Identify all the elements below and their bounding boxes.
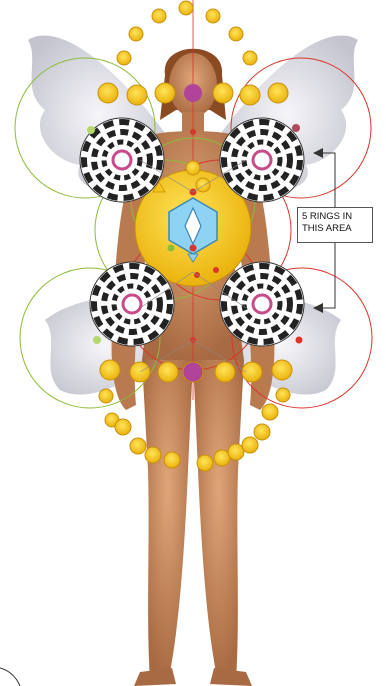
left-leg [142, 360, 193, 680]
chakra-dot-icon [242, 437, 258, 453]
chakra-dot-icon [184, 84, 202, 102]
chakra-dot-icon [268, 83, 288, 103]
chakra-dot-icon [276, 388, 290, 402]
chakra-dot-icon [243, 51, 257, 65]
hypnotic-spiral-disc-icon [220, 262, 304, 346]
chakra-dot-icon [296, 337, 303, 344]
callout-label: 5 RINGS IN THIS AREA [297, 207, 373, 243]
chakra-dot-icon [197, 455, 213, 471]
chakra-dot-icon [254, 424, 270, 440]
chakra-dot-icon [168, 245, 175, 252]
chakra-dot-icon [215, 362, 235, 382]
chakra-dot-icon [93, 336, 101, 344]
chakra-dot-icon [99, 389, 113, 403]
chakra-dot-icon [115, 419, 131, 435]
chakra-dot-icon [242, 362, 262, 382]
partial-ring-arc [0, 668, 20, 686]
chakra-dot-icon [206, 9, 220, 23]
callout-line-1: 5 RINGS IN [302, 211, 368, 223]
chakra-dot-icon [129, 27, 143, 41]
chakra-dot-icon [229, 27, 243, 41]
chakra-dot-icon [127, 85, 147, 105]
chakra-dot-icon [152, 9, 166, 23]
chakra-dot-icon [130, 438, 146, 454]
hypnotic-spiral-disc-icon [90, 262, 174, 346]
right-leg [193, 360, 244, 680]
chakra-dot-icon [196, 178, 210, 192]
chakra-dot-icon [213, 267, 219, 273]
chakra-dot-icon [213, 83, 233, 103]
chakra-dot-icon [272, 360, 292, 380]
chakra-dot-icon [240, 85, 260, 105]
callout-line-2: THIS AREA [302, 223, 368, 235]
chakra-dot-icon [190, 245, 197, 252]
chakra-dot-icon [87, 126, 95, 134]
chakra-dot-icon [98, 83, 118, 103]
hypnotic-spiral-disc-icon [220, 118, 304, 202]
chakra-dot-icon [262, 404, 278, 420]
chakra-dot-icon [183, 362, 203, 382]
feet [134, 668, 252, 686]
chakra-dot-icon [186, 161, 200, 175]
chakra-dot-icon [228, 444, 244, 460]
chakra-dot-icon [117, 51, 131, 65]
chakra-dot-icon [100, 360, 120, 380]
chakra-dot-icon [190, 129, 196, 135]
chakra-dot-icon [179, 1, 193, 15]
chakra-dot-icon [145, 447, 161, 463]
chakra-dot-icon [292, 124, 300, 132]
chakra-dot-icon [164, 452, 180, 468]
chakra-dot-icon [155, 83, 175, 103]
chakra-dot-icon [158, 362, 178, 382]
